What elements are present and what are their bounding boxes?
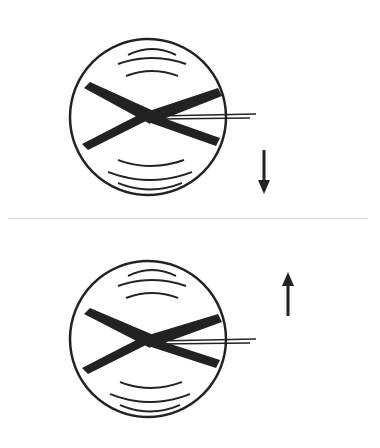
spindle-fiber-2 xyxy=(158,343,250,344)
diagram-panel-top xyxy=(0,0,380,224)
circle-diagram-top xyxy=(0,0,380,224)
lower-arc-3 xyxy=(118,183,182,190)
lower-arc-1 xyxy=(118,160,184,166)
chromosome-arm-lower-left xyxy=(82,110,152,150)
down-arrow-icon xyxy=(258,150,270,194)
chromosome-arm-lower-left xyxy=(82,334,152,374)
upper-arc-3 xyxy=(126,71,178,76)
spindle-fiber-2 xyxy=(158,118,250,119)
upper-arc-2 xyxy=(118,58,186,64)
upper-arc-1 xyxy=(128,49,176,55)
chromosome-arm-upper-right xyxy=(152,88,222,122)
lower-arc-2 xyxy=(110,394,190,402)
lower-arc-3 xyxy=(120,405,180,412)
chromosome-arm-lower-right xyxy=(148,338,220,368)
upper-arc-1 xyxy=(128,270,176,276)
lower-arc-2 xyxy=(108,172,192,180)
upper-arc-3 xyxy=(126,293,178,298)
circle-diagram-bottom xyxy=(0,224,380,448)
divider xyxy=(8,218,368,219)
upper-arc-2 xyxy=(118,280,186,286)
diagram-panel-bottom xyxy=(0,224,380,448)
up-arrow-icon xyxy=(282,272,294,316)
lower-arc-1 xyxy=(120,382,182,388)
